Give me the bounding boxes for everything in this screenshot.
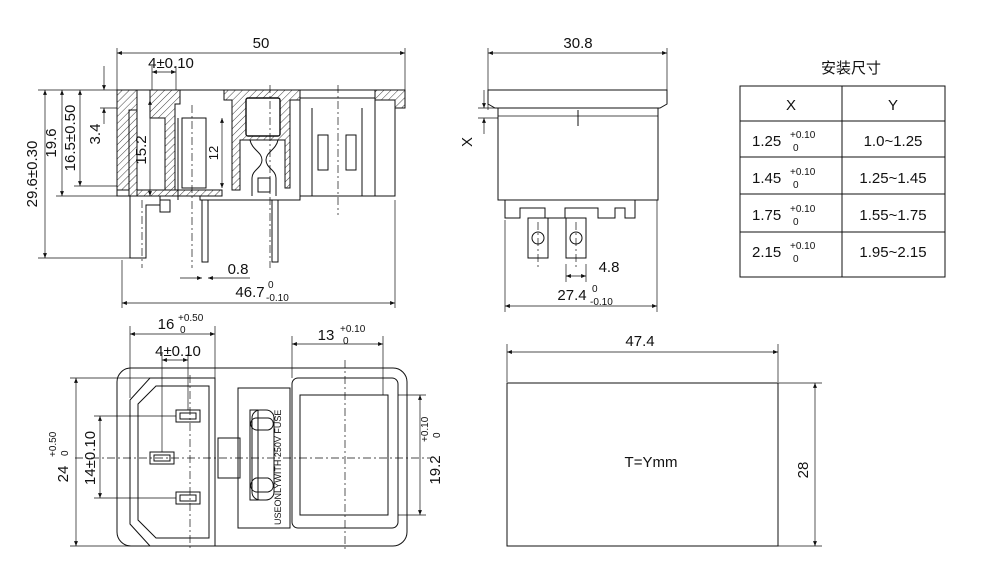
dim-x: X	[459, 137, 476, 147]
thickness-label: T=Ymm	[625, 454, 678, 471]
row-tol-up: +0.10	[790, 167, 816, 178]
table-row: 1.75 +0.10 0 1.55~1.75	[752, 204, 927, 228]
table-header-y: Y	[888, 97, 898, 114]
dim-46-7: 46.7	[235, 284, 264, 301]
row-y: 1.25~1.45	[859, 170, 926, 187]
dim-19-2-tol-up: +0.10	[420, 416, 431, 442]
dim-16: 16	[158, 316, 175, 333]
dim-46-7-tol-up: 0	[268, 280, 274, 291]
dim-13-tol-up: +0.10	[340, 324, 366, 335]
front-view: 30.8 X 4.8 27.4 0 -0.10	[459, 35, 668, 312]
install-size-table: 安装尺寸 X Y 1.25 +0.10 0 1.0~1.25 1.45 +0.1…	[739, 60, 946, 278]
dim-27-4-tol-down: -0.10	[590, 297, 613, 308]
row-y: 1.95~2.15	[859, 244, 926, 261]
dim-19-2-tol-down: 0	[432, 432, 443, 438]
dim-50: 50	[253, 35, 270, 52]
dim-28: 28	[795, 462, 812, 479]
dim-14: 14±0.10	[82, 431, 99, 485]
dim-19-6: 19.6	[43, 128, 60, 157]
table-title: 安装尺寸	[821, 60, 881, 77]
dim-0-8: 0.8	[228, 261, 249, 278]
dim-24-tol-up: +0.50	[48, 431, 59, 457]
dim-15-2: 15.2	[133, 135, 150, 164]
dim-4-8: 4.8	[599, 259, 620, 276]
dim-46-7-tol-down: -0.10	[266, 293, 289, 304]
row-tol-up: +0.10	[790, 130, 816, 141]
panel-cutout: 47.4 T=Ymm 28	[506, 333, 822, 547]
dim-30-8: 30.8	[563, 35, 592, 52]
dim-12: 12	[206, 146, 221, 160]
row-tol-down: 0	[793, 143, 799, 154]
row-tol-down: 0	[793, 180, 799, 191]
top-view: USEONLYWITH 250V FUSE 16 +0.50 0 4±0.10 …	[48, 313, 444, 552]
table-row: 2.15 +0.10 0 1.95~2.15	[752, 241, 927, 265]
dim-47-4: 47.4	[625, 333, 654, 350]
dim-27-4: 27.4	[557, 287, 586, 304]
table-row: 1.25 +0.10 0 1.0~1.25	[752, 130, 922, 154]
side-section-view: 50 4±0.10	[24, 35, 406, 308]
row-x: 1.75	[752, 207, 781, 224]
dim-24-tol-down: 0	[60, 450, 71, 456]
dim-24: 24	[55, 466, 72, 483]
row-x: 2.15	[752, 244, 781, 261]
dim-13: 13	[318, 327, 335, 344]
dim-19-2: 19.2	[427, 455, 444, 484]
dim-4: 4±0.10	[155, 343, 201, 360]
dim-16-tol-down: 0	[180, 325, 186, 336]
dim-16-tol-up: +0.50	[178, 313, 204, 324]
table-header-x: X	[786, 97, 796, 114]
dim-13-tol-down: 0	[343, 336, 349, 347]
row-tol-up: +0.10	[790, 204, 816, 215]
dim-4-tolerance: 4±0.10	[148, 55, 194, 72]
row-tol-down: 0	[793, 217, 799, 228]
row-x: 1.45	[752, 170, 781, 187]
dim-16-5: 16.5±0.50	[62, 105, 79, 172]
fuse-label: USEONLYWITH 250V FUSE	[273, 410, 283, 525]
row-tol-up: +0.10	[790, 241, 816, 252]
table-row: 1.45 +0.10 0 1.25~1.45	[752, 167, 927, 191]
dim-27-4-tol-up: 0	[592, 284, 598, 295]
dim-29-6: 29.6±0.30	[24, 141, 41, 208]
row-y: 1.55~1.75	[859, 207, 926, 224]
row-tol-down: 0	[793, 254, 799, 265]
row-x: 1.25	[752, 133, 781, 150]
dim-3-4: 3.4	[87, 124, 104, 145]
row-y: 1.0~1.25	[864, 133, 923, 150]
